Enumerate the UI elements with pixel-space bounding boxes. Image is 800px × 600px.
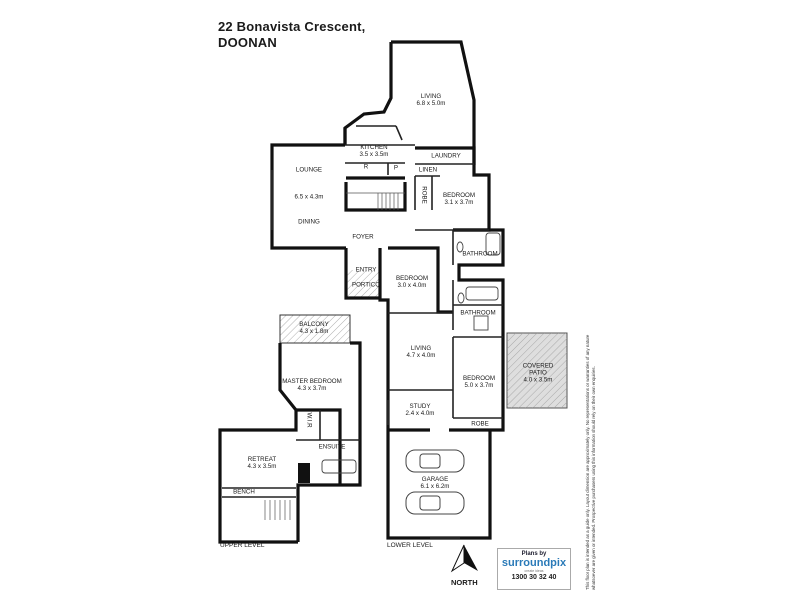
portico-hatch: [346, 270, 380, 298]
bedroom-b-walls: [388, 246, 453, 314]
robe-b-wall: [449, 418, 505, 432]
lower-left-wall: [378, 248, 390, 430]
shower-b: [473, 315, 489, 331]
ensuite-tub: [321, 459, 357, 474]
room-linen: LINEN: [418, 166, 438, 174]
fixture-p: P: [393, 164, 399, 172]
room-bathroom-a: BATHROOM: [462, 250, 498, 258]
room-wir: W.I.R: [305, 412, 313, 428]
room-portico: PORTICO: [351, 281, 381, 289]
north-arrow-icon: [464, 545, 478, 571]
room-laundry: LAUNDRY: [431, 152, 461, 160]
room-robe-b: ROBE: [471, 420, 489, 428]
stair-treads-upper: [264, 500, 291, 520]
disclaimer-text: This floor plan is intended as a guide o…: [585, 334, 596, 590]
room-dining: DINING: [298, 218, 320, 226]
foyer-stair: [344, 182, 407, 212]
room-entry: ENTRY: [355, 266, 377, 274]
bathroom-walls: [453, 228, 505, 330]
address-line-1: 22 Bonavista Crescent,: [218, 19, 366, 34]
lower-level-caption: LOWER LEVEL: [387, 542, 433, 549]
bath-a-tub: [485, 232, 501, 256]
garage-cars: [405, 449, 465, 515]
room-bench: BENCH: [233, 488, 255, 496]
room-lounge-size: 6.5 x 4.3m: [294, 193, 324, 201]
surroundpix-logo: Plans by surroundpix create ideas 1300 3…: [497, 548, 571, 590]
toilet-a: [456, 241, 464, 253]
toilet-b: [457, 292, 465, 304]
room-foyer: FOYER: [352, 233, 374, 241]
kitchen-island-2: [395, 125, 403, 141]
room-ensuite: ENSUITE: [318, 443, 346, 451]
master-walls: [218, 343, 298, 544]
balcony-hatch: [279, 314, 351, 344]
fixture-r: R: [363, 163, 369, 171]
covered-patio-hatch: [507, 333, 567, 408]
stair-treads-lower: [346, 192, 405, 210]
master-right-walls: [296, 341, 362, 542]
upper-level-caption: UPPER LEVEL: [220, 542, 265, 549]
ensuite-black-block: [298, 463, 310, 483]
room-bathroom-b: BATHROOM: [460, 309, 496, 317]
room-robe-a: ROBE: [420, 186, 428, 204]
address-line-2: DOONAN: [218, 35, 277, 50]
living-top-walls: [391, 40, 476, 165]
room-lounge: LOUNGE: [295, 166, 323, 174]
entry-walls: [344, 248, 380, 300]
north-label: NORTH: [451, 578, 478, 587]
living-left-walls: [343, 42, 393, 145]
bath-b-tub: [465, 286, 499, 301]
